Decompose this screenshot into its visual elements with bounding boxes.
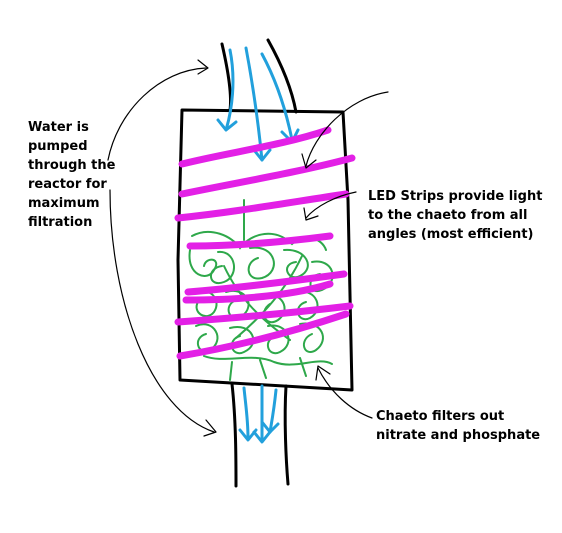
led-strip-4 [186,232,334,250]
water-label-line: through the [28,158,116,173]
led-strip-6 [182,280,334,304]
water-out-arrow-1 [242,386,250,440]
water-bottom-pointer-arrow [109,189,215,433]
water-flow-label: Water is pumped through the reactor for … [28,118,115,232]
outlet-pipe-left-wall [230,382,238,488]
led-side-pointer-arrow [305,191,357,219]
led-strip-8 [176,310,350,360]
chaeto-label-line: nitrate and phosphate [376,428,541,443]
water-in-arrow-3 [260,52,294,142]
led-strips-label: LED Strips provide light to the chaeto f… [368,187,542,244]
water-top-pointer-arrow [107,67,207,161]
led-label-line: LED Strips provide light [368,189,543,204]
chaeto-pointer-arrow [317,367,373,419]
led-strip-7 [174,302,354,326]
water-label-line: Water is [28,120,89,135]
inlet-pipe-right-wall [266,38,298,114]
outlet-pipe-right-wall [283,384,290,486]
chaeto-label: Chaeto filters out nitrate and phosphate [376,407,540,445]
led-strips [174,126,356,360]
water-label-line: reactor for [28,177,107,192]
led-label-line: to the chaeto from all [368,208,528,223]
led-strip-3 [174,190,350,222]
water-out-arrow-3 [268,388,278,434]
water-in-arrow-2 [244,46,264,162]
water-label-line: maximum [28,196,100,211]
led-strip-2 [178,154,356,198]
water-label-line: pumped [28,139,88,154]
water-in-arrow-1 [224,48,235,132]
led-strip-1 [178,126,332,168]
annotation-arrows [107,59,389,437]
chaeto-label-line: Chaeto filters out [376,409,505,424]
led-label-line: angles (most efficient) [368,227,534,242]
led-strip-5 [184,270,348,296]
water-label-line: filtration [28,215,93,230]
led-top-pointer-arrow [305,91,389,167]
